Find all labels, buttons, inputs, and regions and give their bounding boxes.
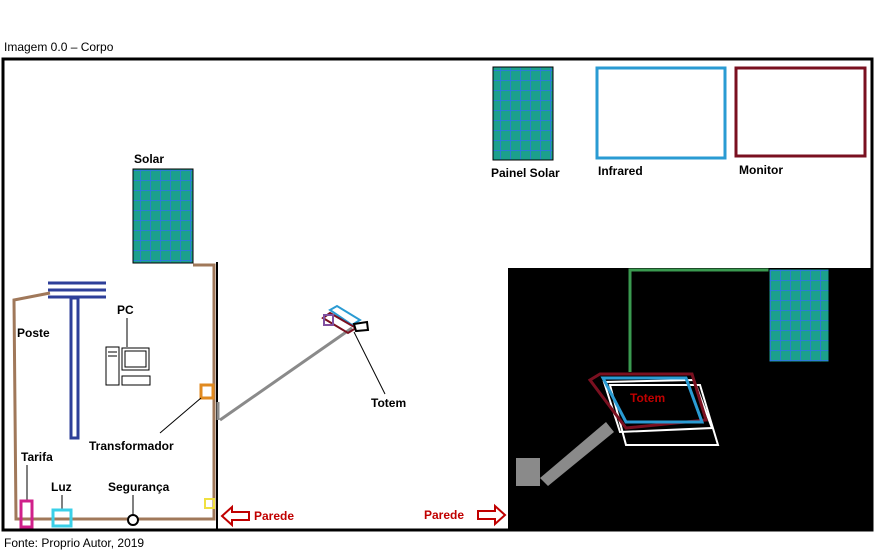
figure-source: Fonte: Proprio Autor, 2019 [4, 536, 145, 550]
security-sensor [127, 514, 139, 526]
totem-small-icon [321, 304, 370, 335]
totem-detail-label: Totem [630, 391, 665, 405]
parede-right-label: Parede [424, 508, 464, 522]
security-box [204, 498, 215, 509]
legend-infrared-swatch [595, 66, 727, 160]
house-wall [12, 263, 216, 521]
solar-label: Solar [134, 152, 164, 166]
luz-label: Luz [51, 480, 72, 494]
parede-right-arrow [477, 503, 507, 527]
totem-cable [219, 326, 353, 422]
pc-icon [105, 346, 151, 386]
seguranca-label: Segurança [108, 480, 170, 494]
pole-icon [48, 281, 106, 440]
legend-monitor-label: Monitor [739, 163, 783, 177]
tariff-meter [19, 499, 34, 529]
poste-label: Poste [17, 326, 50, 340]
tarifa-label: Tarifa [21, 450, 53, 464]
totem-stand [516, 422, 614, 486]
legend-infrared-label: Infrared [598, 164, 643, 178]
legend-monitor-swatch [734, 66, 867, 158]
legend-solar-panel-swatch [492, 66, 554, 161]
totem-label: Totem [371, 396, 406, 410]
figure-title: Imagem 0.0 – Corpo [4, 40, 114, 54]
detail-solar-panel [768, 268, 830, 363]
light-box [51, 508, 73, 528]
totem-detail-icon [587, 372, 720, 446]
transformer-box [199, 383, 215, 400]
transformador-label: Transformador [89, 439, 174, 453]
green-wire [628, 268, 770, 372]
roof-solar-panel [132, 168, 194, 264]
legend-solar-panel-label: Painel Solar [491, 166, 560, 180]
pc-label: PC [117, 303, 134, 317]
parede-left-label: Parede [254, 509, 294, 523]
parede-left-arrow [220, 504, 250, 528]
